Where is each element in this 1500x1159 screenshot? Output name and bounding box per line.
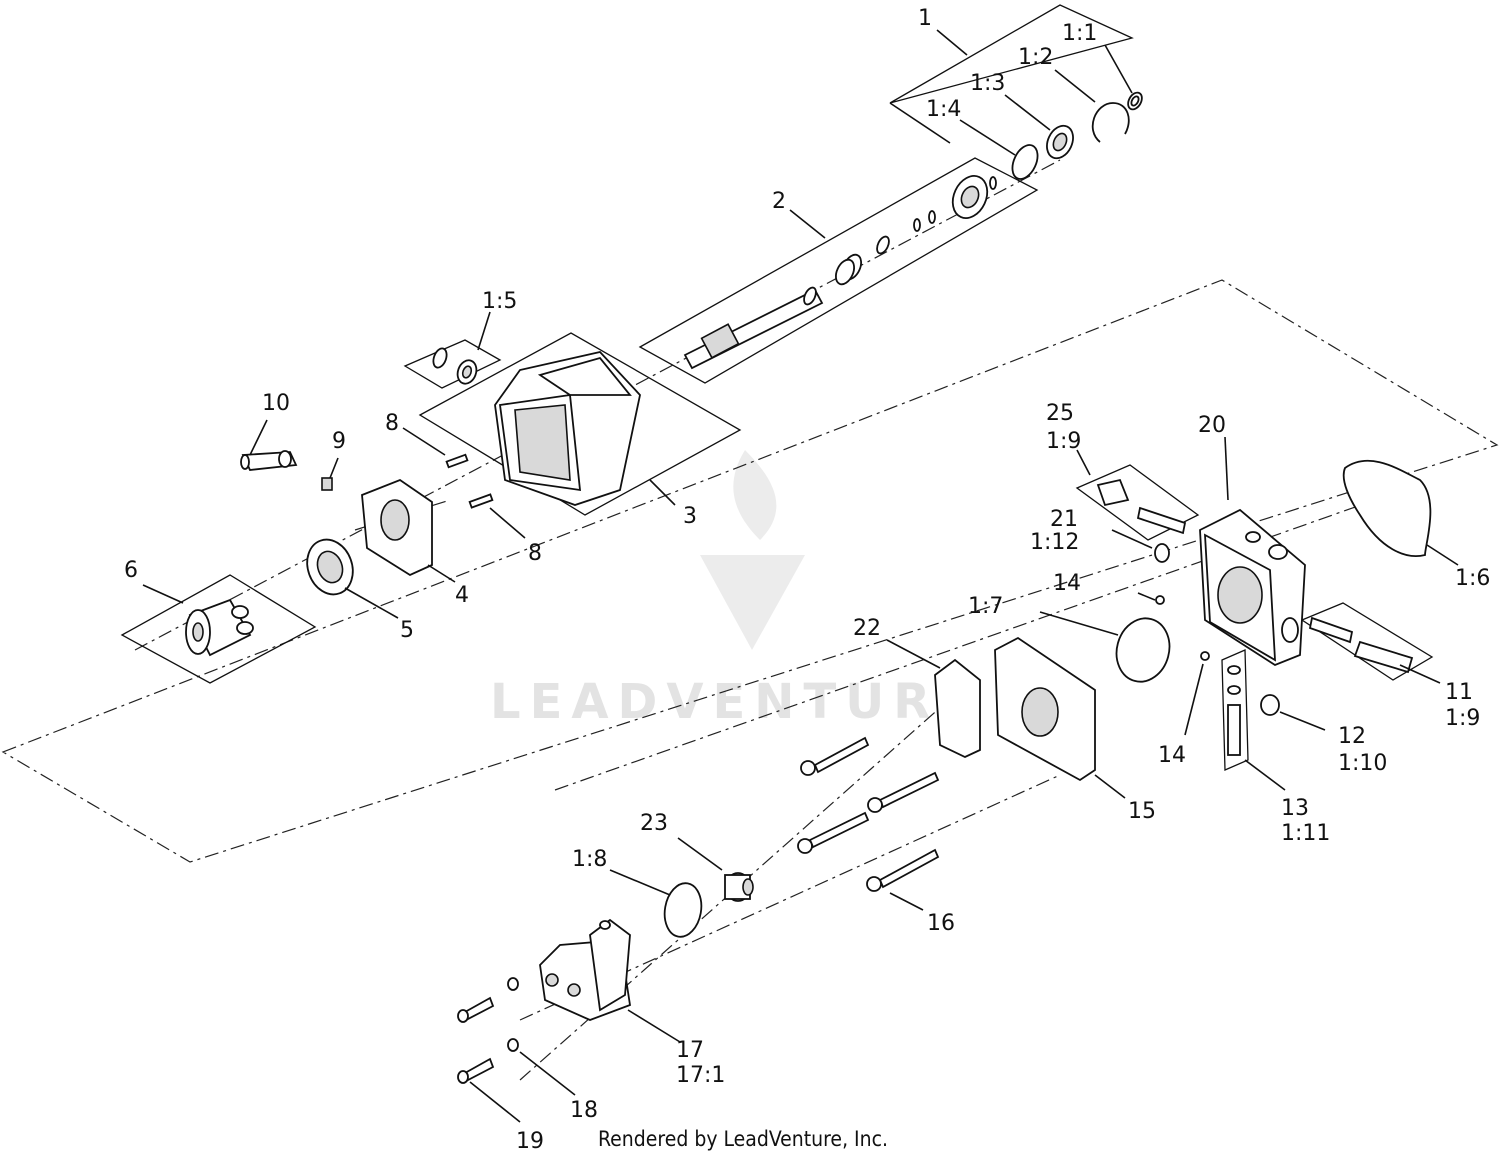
part-1-7-o-ring (1115, 617, 1171, 683)
callout-11: 11 (1445, 680, 1473, 705)
callout-1-8: 1:8 (572, 847, 607, 872)
part-1-8-o-ring (663, 882, 703, 938)
callout-14-upper: 14 (1053, 571, 1081, 596)
part-6-cylinder-block (185, 598, 254, 657)
callout-19: 19 (516, 1129, 544, 1154)
callout-23: 23 (640, 811, 668, 836)
callout-1-12: 1:12 (1030, 530, 1079, 555)
part-1-1-ring (1127, 91, 1143, 111)
callout-12: 12 (1338, 724, 1366, 749)
part-3-housing (494, 351, 641, 506)
callout-1-4: 1:4 (926, 97, 961, 122)
part-18-washers (507, 977, 519, 1052)
watermark-text: LEADVENTURE (490, 674, 981, 730)
part-4-block (361, 478, 433, 577)
axis-line-4 (354, 499, 451, 531)
callout-14-lower: 14 (1158, 743, 1186, 768)
part-21-plug (1154, 543, 1170, 563)
group-box-1 (889, 4, 1134, 104)
axis-line-lower (519, 774, 1061, 1021)
callout-18: 18 (570, 1098, 598, 1123)
group-box-2 (638, 157, 1039, 384)
callout-1-3: 1:3 (970, 71, 1005, 96)
callout-17-1: 17:1 (676, 1063, 725, 1088)
callout-8-upper: 8 (385, 411, 399, 436)
group-box-11 (1300, 602, 1434, 681)
part-5-swashplate (306, 538, 354, 596)
part-20-end-cap (1199, 508, 1306, 667)
part-16-bolt (866, 848, 940, 892)
callout-15: 15 (1128, 799, 1156, 824)
callout-1-10: 1:10 (1338, 751, 1387, 776)
callout-1-7: 1:7 (968, 594, 1003, 619)
callout-10: 10 (262, 391, 290, 416)
part-12-plug (1260, 694, 1280, 716)
callout-6: 6 (124, 558, 138, 583)
callout-1-9-lower: 1:9 (1445, 706, 1480, 731)
callout-3: 3 (683, 504, 697, 529)
part-14-pin-upper (1155, 595, 1165, 605)
callout-25: 25 (1046, 401, 1074, 426)
part-10-lever (240, 450, 298, 471)
part-17-gear-pump (539, 918, 632, 1021)
callout-labels: 1 1:1 1:2 1:3 1:4 2 1:5 3 8 8 10 9 4 5 6… (124, 6, 1490, 1154)
part-9-block (321, 477, 333, 491)
callout-1-6: 1:6 (1455, 566, 1490, 591)
part-1-4-ring (1011, 144, 1039, 180)
part-1-2-snap-ring (1091, 102, 1130, 143)
part-22-plate (934, 658, 981, 758)
rendered-by-footer: Rendered by LeadVenture, Inc. (598, 1127, 888, 1151)
part-1-5-bearing (432, 347, 478, 385)
callout-20: 20 (1198, 413, 1226, 438)
part-11-valve (1308, 616, 1414, 674)
part-23-coupler (724, 872, 754, 902)
part-19-screws (457, 996, 495, 1084)
group-box-6 (120, 574, 317, 684)
callout-4: 4 (455, 583, 469, 608)
callout-2: 2 (772, 189, 786, 214)
callout-1-2: 1:2 (1018, 45, 1053, 70)
callout-1-5: 1:5 (482, 289, 517, 314)
group-box-13 (1221, 649, 1249, 771)
part-14-pin-lower (1200, 651, 1210, 661)
part-13-fitting (1227, 665, 1241, 756)
callout-5: 5 (400, 618, 414, 643)
callout-16: 16 (927, 911, 955, 936)
part-2-shaft (683, 175, 997, 370)
callout-13: 13 (1281, 796, 1309, 821)
callout-22: 22 (853, 616, 881, 641)
part-1-3-seal (1046, 124, 1074, 160)
axis-line-middle (554, 499, 1376, 791)
callout-1-11: 1:11 (1281, 821, 1330, 846)
callout-9: 9 (332, 429, 346, 454)
part-15-adapter-plate (994, 636, 1096, 782)
callout-21: 21 (1050, 507, 1078, 532)
leader-lines (142, 29, 1459, 1123)
part-8-pins (445, 453, 494, 509)
leadventure-watermark: LEADVENTURE (490, 450, 981, 730)
axis-line-bolts (519, 689, 961, 1081)
long-bolts (797, 736, 940, 854)
group-box-25 (1075, 464, 1200, 541)
part-1-6-gasket (1342, 459, 1432, 557)
callout-8-lower: 8 (528, 541, 542, 566)
callout-1: 1 (918, 6, 932, 31)
assembly-boundary (1, 279, 1499, 863)
callout-1-9-upper: 1:9 (1046, 429, 1081, 454)
part-25-valve (1096, 478, 1187, 535)
group-box-1-5 (403, 339, 502, 389)
callout-1-1: 1:1 (1062, 21, 1097, 46)
callout-17: 17 (676, 1038, 704, 1063)
